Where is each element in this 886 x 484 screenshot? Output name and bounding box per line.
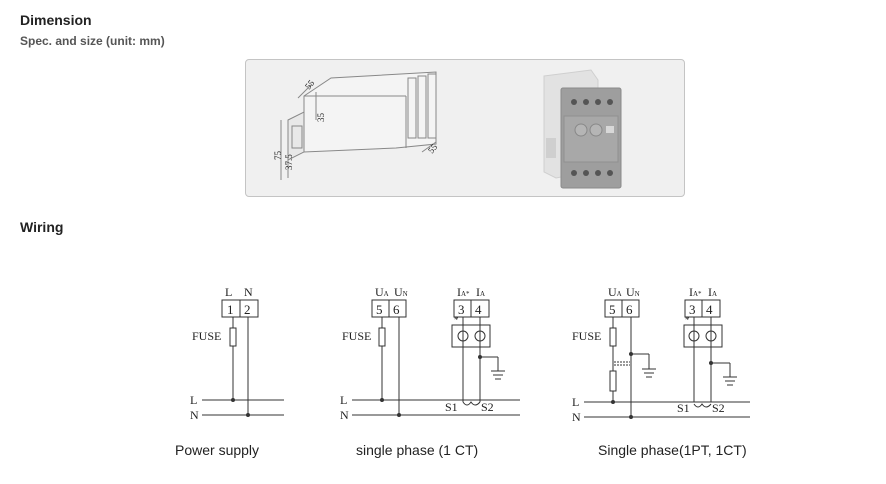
terminal-number-6: 6: [626, 302, 633, 317]
wiring-diagram-single-phase-1pt-1ct: UA UN 5 6 FUSE IA* IA 3 4 * L: [572, 285, 750, 424]
fuse-label: FUSE: [572, 329, 601, 343]
line-label-n: N: [572, 410, 581, 424]
caption-power-supply: Power supply: [175, 442, 260, 458]
ct-label-s1: S1: [445, 400, 458, 414]
line-label-l: L: [340, 393, 347, 407]
wiring-heading: Wiring: [20, 219, 64, 235]
svg-text:UA: UA: [375, 285, 389, 299]
terminal-number-3: 3: [458, 302, 465, 317]
ct-label-s2: S2: [712, 401, 725, 415]
fuse-icon: [609, 327, 617, 347]
dim-label-total-height: 75: [273, 151, 283, 161]
svg-text:*: *: [454, 315, 459, 325]
ct-terminal-block: [683, 324, 723, 348]
wiring-diagram-single-phase-1ct: UA UN 5 6 FUSE IA* IA 3 4 * L N S1 S2: [340, 285, 520, 422]
dimension-heading: Dimension: [20, 12, 92, 28]
ct-coil-icon: [693, 403, 712, 408]
fuse-icon: [378, 327, 386, 347]
svg-text:IA*: IA*: [457, 285, 470, 299]
ct-coil-icon: [462, 401, 481, 406]
svg-text:UN: UN: [626, 285, 640, 299]
dimension-image-panel: 55 35 75 37.5 55: [245, 59, 685, 197]
svg-text:UA: UA: [608, 285, 622, 299]
terminal-number-6: 6: [393, 302, 400, 317]
svg-text:IA*: IA*: [689, 285, 702, 299]
dim-label-rail-height: 35: [316, 113, 326, 123]
dimension-drawing: 55 35 75 37.5 55: [273, 71, 440, 180]
ct-label-s2: S2: [481, 400, 494, 414]
line-label-n: N: [340, 408, 349, 422]
svg-text:*: *: [685, 315, 690, 325]
terminal-number-1: 1: [227, 302, 234, 317]
line-label-l: L: [572, 395, 579, 409]
svg-text:IA: IA: [708, 285, 717, 299]
product-photo: [543, 69, 622, 189]
terminal-label-n: N: [244, 285, 253, 299]
caption-single-phase-1pt-1ct: Single phase(1PT, 1CT): [598, 442, 747, 458]
caption-single-phase-1ct: single phase (1 CT): [356, 442, 479, 458]
line-label-n: N: [190, 408, 199, 422]
dimension-subtitle: Spec. and size (unit: mm): [20, 34, 165, 48]
svg-text:UN: UN: [394, 285, 408, 299]
line-label-l: L: [190, 393, 197, 407]
ct-label-s1: S1: [677, 401, 690, 415]
svg-text:IA: IA: [476, 285, 485, 299]
terminal-number-3: 3: [689, 302, 696, 317]
terminal-label-l: L: [225, 285, 232, 299]
terminal-number-5: 5: [609, 302, 616, 317]
terminal-number-4: 4: [706, 302, 713, 317]
fuse-label: FUSE: [342, 329, 371, 343]
ct-terminal-block: [451, 324, 491, 348]
terminal-number-2: 2: [244, 302, 251, 317]
terminal-number-5: 5: [376, 302, 383, 317]
dim-label-half-height: 37.5: [284, 154, 294, 170]
wiring-diagram-power-supply: L N 1 2 FUSE L N: [190, 285, 284, 422]
fuse-label: FUSE: [192, 329, 221, 343]
terminal-number-4: 4: [475, 302, 482, 317]
fuse-icon: [229, 327, 237, 347]
